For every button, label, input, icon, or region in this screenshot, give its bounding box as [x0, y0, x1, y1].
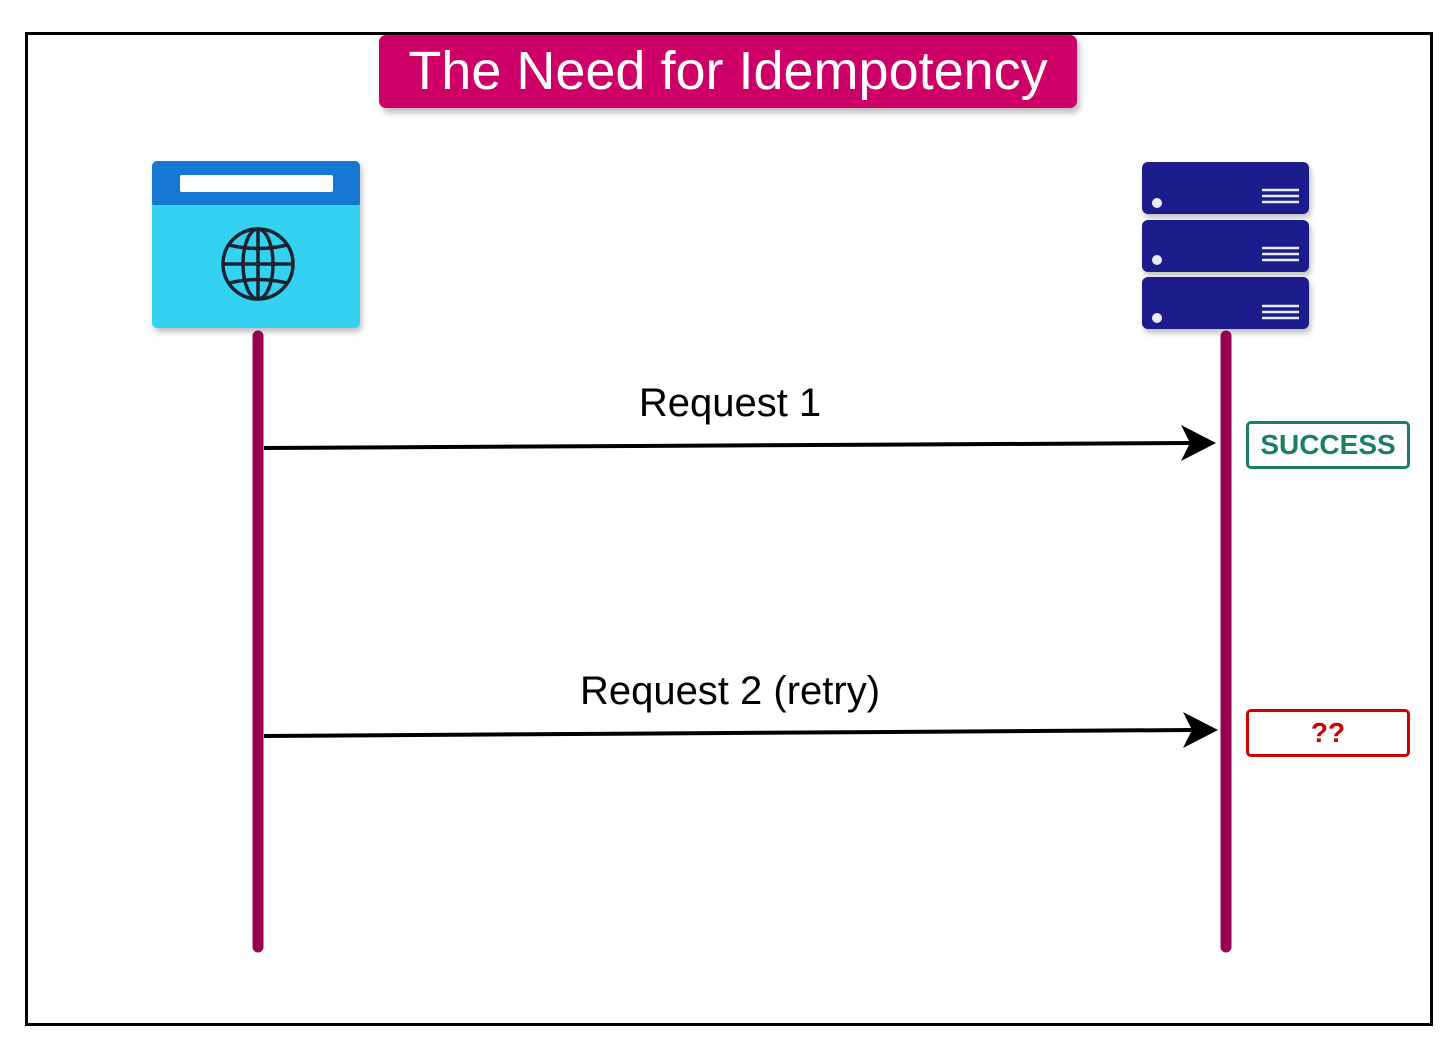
server-rack-icon	[1142, 162, 1309, 329]
request-2-label: Request 2 (retry)	[579, 669, 881, 713]
browser-address-bar	[152, 205, 360, 213]
globe-icon	[221, 227, 295, 301]
browser-body	[152, 205, 360, 328]
request-1-label: Request 1	[638, 381, 822, 425]
server-unit	[1142, 220, 1309, 272]
diagram-title: The Need for Idempotency	[379, 35, 1077, 108]
server-unit	[1142, 277, 1309, 329]
unknown-status-badge: ??	[1246, 709, 1410, 757]
request-2-arrow	[263, 712, 1218, 748]
request-1-arrow	[263, 425, 1216, 461]
server-unit	[1142, 162, 1309, 214]
success-status-badge: SUCCESS	[1246, 421, 1410, 469]
browser-url-field	[180, 175, 333, 192]
browser-globe-icon	[152, 161, 360, 328]
